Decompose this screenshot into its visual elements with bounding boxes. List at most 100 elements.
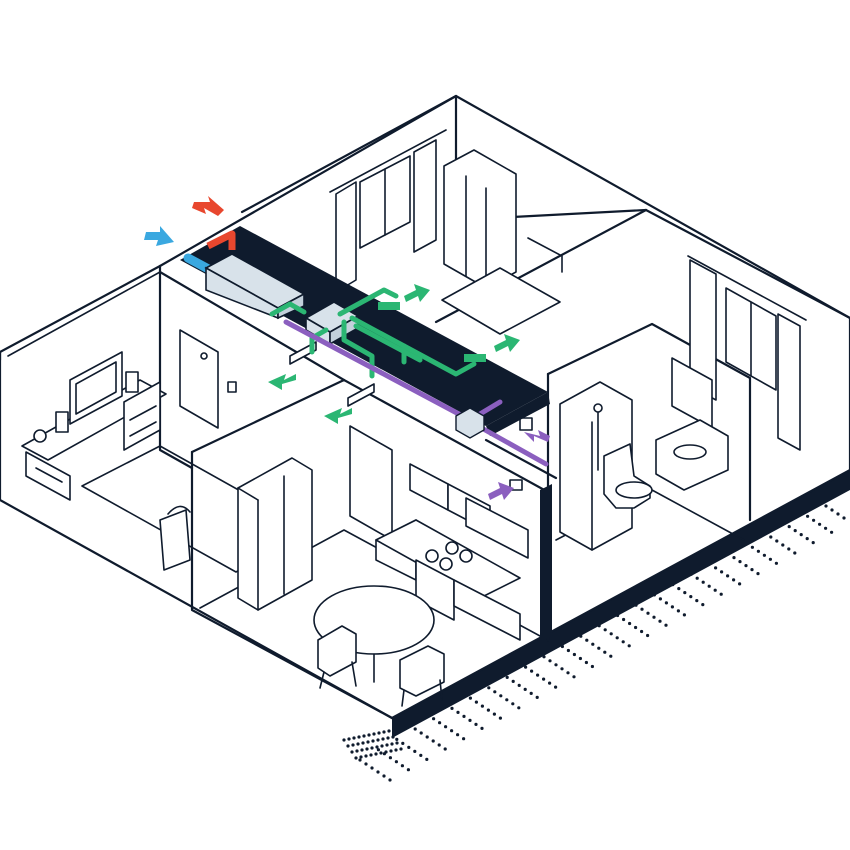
shadow-dot [450, 729, 454, 733]
shadow-dot [493, 690, 497, 694]
shadow-dot [830, 530, 834, 534]
shadow-dot [468, 718, 472, 723]
bedroom-curtain-right [413, 139, 437, 253]
shadow-dot [806, 514, 810, 518]
shadow-dot [356, 742, 360, 746]
shadow-dot [750, 568, 754, 572]
shadow-dot [652, 615, 656, 619]
shadow-dot [351, 743, 355, 747]
shadow-dot [384, 750, 388, 754]
shadow-dot [389, 749, 393, 753]
shadow-dot [524, 665, 528, 669]
burner-2-icon [439, 557, 453, 571]
shadow-dot [609, 654, 613, 658]
shadow-dot [413, 727, 417, 731]
shadow-dot [432, 717, 436, 721]
supply-valve-2 [464, 354, 486, 362]
exhaust-duct [206, 230, 236, 250]
shadow-dot [566, 671, 570, 675]
shadow-dot [390, 742, 394, 746]
extract-box [455, 407, 485, 439]
shadow-dot [462, 714, 466, 719]
shadow-dot [347, 737, 351, 741]
supply-duct-bedroom [337, 287, 399, 317]
bedroom-right [546, 208, 850, 522]
right-room-back-wall [644, 208, 850, 320]
living-right-wall [158, 270, 346, 382]
shadow-dot [530, 669, 534, 673]
speaker-right-icon [125, 371, 139, 393]
shadow-dot [511, 702, 515, 706]
counter-3 [453, 579, 521, 641]
shadow-dot [360, 748, 364, 752]
shadow-dot [787, 547, 791, 551]
shadow-dot [664, 623, 668, 627]
shadow-dot [768, 557, 773, 561]
supply-duct-branch [353, 323, 423, 363]
shadow-dot [388, 756, 392, 760]
shadow-dot [756, 572, 760, 576]
shadow-dot [370, 746, 374, 750]
shadow-dot [738, 582, 742, 586]
shadow-dot [554, 663, 558, 667]
shadow-dot [640, 607, 644, 611]
bedroom-bed [441, 267, 561, 335]
supply-duct-right [401, 343, 477, 377]
shadow-dot [365, 747, 369, 751]
shadow-dot [372, 732, 376, 736]
shadow-dot [400, 764, 404, 768]
supply-arrow-living-icon [268, 374, 296, 390]
shadow-dot [354, 756, 358, 760]
shadow-dot [419, 731, 423, 735]
drawer-line [35, 467, 63, 483]
shadow-dot [367, 733, 371, 737]
shadow-dot [371, 739, 375, 743]
desk-lamp-icon [33, 429, 47, 443]
shadow-dot [677, 587, 681, 591]
shadow-dot [382, 774, 386, 778]
outer-wall-back-left [0, 264, 162, 354]
shadow-dot [431, 739, 435, 743]
outer-wall-front-right [390, 468, 850, 720]
shadow-dot [376, 770, 380, 774]
shadow-dot [487, 686, 491, 690]
shadow-dot [548, 659, 552, 663]
kitchen-door [349, 425, 393, 541]
shadow-dot [719, 592, 723, 596]
shadow-dot [350, 750, 354, 754]
shadow-dot [615, 636, 619, 640]
shadow-dot [627, 644, 631, 648]
shadow-dot [364, 762, 368, 766]
shadow-dot [842, 516, 846, 520]
shadow-dot [670, 605, 675, 609]
shadow-dot [713, 588, 717, 592]
bedroom-left-wall [240, 94, 458, 214]
shadow-dot [362, 734, 366, 738]
extract-arrow-kitchen-icon [488, 482, 514, 500]
wardrobe-top [237, 487, 259, 501]
shadow-dot [342, 738, 346, 742]
shadow-dot [578, 656, 583, 661]
supply-arrow-right-icon [494, 334, 520, 352]
shadow-dot [438, 721, 442, 725]
bedroom-back [240, 94, 648, 335]
toilet [603, 443, 651, 509]
shadow-dot [419, 753, 423, 758]
shadow-dot [407, 745, 411, 750]
shadow-dot [824, 526, 828, 530]
shadow-dot [738, 560, 742, 564]
shadow-dot [762, 553, 767, 557]
shadow-dot [462, 737, 466, 741]
chair-right-leg [401, 689, 405, 707]
shadow-dot [824, 504, 828, 508]
shadow-dot [370, 766, 374, 770]
extract-duct-main [283, 319, 473, 423]
shadow-dot [394, 760, 398, 764]
shadow-dot [572, 652, 577, 657]
kitchen-room [190, 341, 550, 720]
chair-left-leg [319, 671, 325, 689]
shadow-dot [375, 745, 379, 749]
bed-headboard [527, 237, 563, 273]
tv-screen [69, 351, 123, 425]
